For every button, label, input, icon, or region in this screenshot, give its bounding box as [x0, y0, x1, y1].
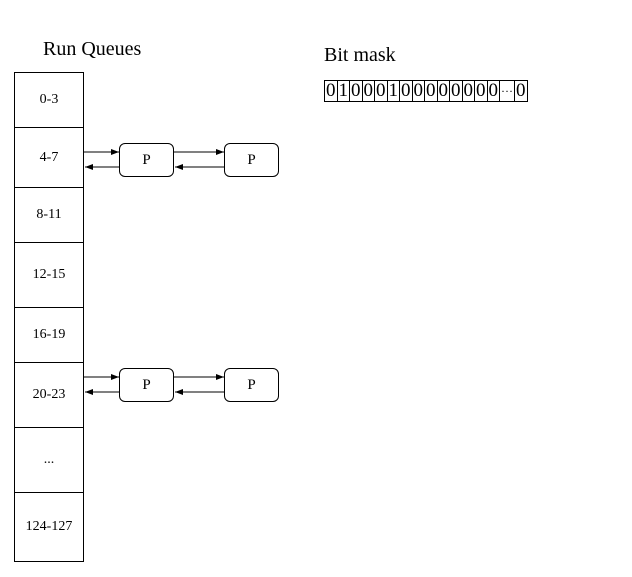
- bit: 0: [463, 80, 475, 101]
- bit: 0: [376, 80, 388, 101]
- bit-ellipsis: ···: [500, 81, 515, 101]
- process-node: P: [119, 368, 174, 402]
- bit: 0: [476, 80, 488, 101]
- bit: 0: [326, 80, 338, 101]
- bit-mask: 0 1 0 0 0 1 0 0 0 0 0 0 0 0 ··· 0: [324, 80, 528, 102]
- bit-mask-title: Bit mask: [324, 44, 396, 66]
- queue-cell: ...: [15, 428, 83, 493]
- chain-1-arrows: [84, 149, 224, 170]
- run-queues-title: Run Queues: [43, 38, 142, 60]
- process-node: P: [224, 368, 279, 402]
- bit: 0: [426, 80, 438, 101]
- queue-cell: 4-7: [15, 128, 83, 188]
- queue-cell: 8-11: [15, 188, 83, 243]
- bit: 0: [351, 80, 363, 101]
- bit: 0: [516, 80, 526, 101]
- bit: 0: [363, 80, 375, 101]
- bit: 0: [401, 80, 413, 101]
- process-node: P: [119, 143, 174, 177]
- bit: 0: [488, 80, 500, 101]
- bit: 0: [438, 80, 450, 101]
- queue-cell: 20-23: [15, 363, 83, 428]
- bit: 0: [451, 80, 463, 101]
- bit: 1: [338, 80, 350, 101]
- process-node: P: [224, 143, 279, 177]
- queue-cell: 16-19: [15, 308, 83, 363]
- queue-cell: 0-3: [15, 73, 83, 128]
- chain-2-arrows: [84, 374, 224, 395]
- bit: 1: [388, 80, 400, 101]
- bit: 0: [413, 80, 425, 101]
- queue-cell: 124-127: [25, 519, 73, 534]
- queue-cell: 12-15: [15, 243, 83, 308]
- run-queue-array: 0-3 4-7 8-11 12-15 16-19 20-23 ... 124-1…: [14, 72, 84, 562]
